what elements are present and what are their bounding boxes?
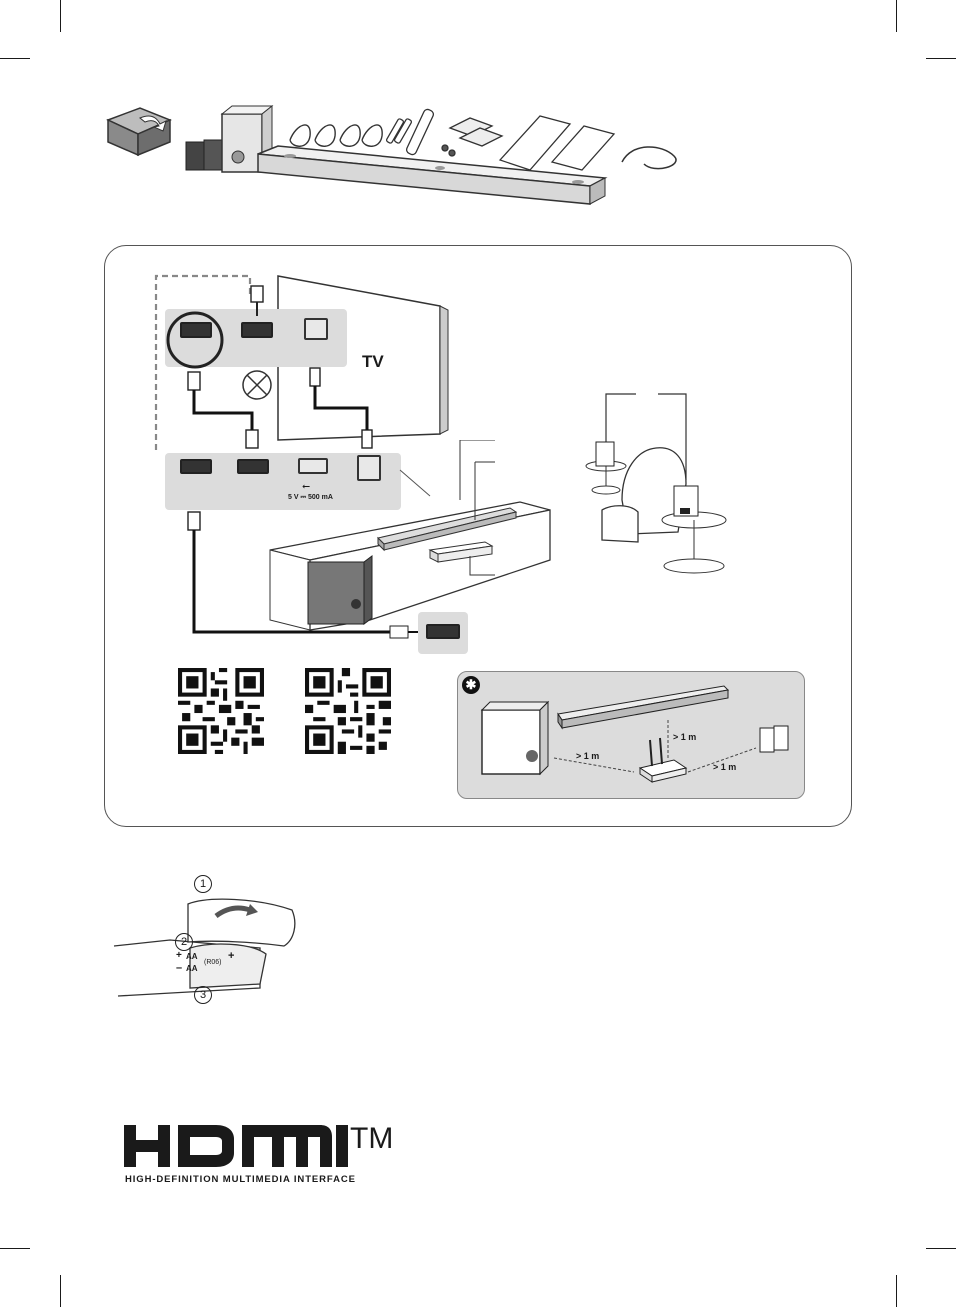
note-rear-speakers-shape — [760, 726, 788, 752]
hdmi-logo — [124, 1125, 348, 1167]
living-room-setup-illustration — [260, 440, 560, 660]
hdmi-trademark: TM — [350, 1122, 393, 1156]
external-device-hdmi-port — [426, 624, 460, 639]
crop-mark-bottom-left-v — [60, 1275, 61, 1307]
crop-mark-top-right-h — [926, 58, 956, 59]
crop-mark-top-left-v — [60, 0, 61, 32]
battery-step-2-badge: 2 — [175, 933, 193, 951]
qr-code-1 — [178, 668, 264, 754]
hdmi-subtitle: HIGH-DEFINITION MULTIMEDIA INTERFACE — [125, 1174, 356, 1185]
note-subwoofer-shape — [482, 702, 548, 774]
rear-speaker-left-icon — [186, 142, 204, 170]
qr-code-2 — [305, 668, 391, 754]
battery-aa-label-1: AA — [186, 952, 198, 961]
crop-mark-bottom-right-v — [896, 1275, 897, 1307]
distance-label-subwoofer: > 1 m — [576, 751, 599, 761]
crop-mark-bottom-left-h — [0, 1248, 30, 1249]
battery-plus-mark-1: + — [176, 950, 182, 961]
battery-aa-label-2: AA — [186, 964, 198, 973]
speaker-cables-icon — [290, 125, 382, 146]
battery-r06-label: (R06) — [204, 959, 222, 966]
distance-label-soundbar: > 1 m — [673, 732, 696, 742]
rear-speaker-placement-illustration — [582, 390, 732, 580]
distance-diagram — [470, 676, 800, 792]
battery-step-3-badge: 3 — [194, 986, 212, 1004]
box-icon — [108, 108, 170, 155]
soundbar-hdmi-out-port — [180, 459, 212, 474]
crop-mark-top-right-v — [896, 0, 897, 32]
battery-plus-mark-2: + — [228, 950, 234, 962]
soundbar-icon — [258, 146, 605, 204]
battery-step-1-badge: 1 — [194, 875, 212, 893]
distance-label-rear: > 1 m — [713, 762, 736, 772]
crop-mark-top-left-h — [0, 58, 30, 59]
battery-minus-mark: – — [176, 962, 182, 974]
hdmi-cable-icon — [622, 147, 676, 169]
note-soundbar-shape — [558, 686, 728, 728]
wall-bracket-icon — [442, 118, 502, 156]
crop-mark-bottom-right-h — [926, 1248, 956, 1249]
subwoofer-shape — [308, 556, 372, 624]
rear-speaker-right-icon — [204, 140, 222, 170]
package-contents-illustration — [100, 100, 700, 210]
note-router-shape — [640, 738, 686, 782]
remote-and-batteries-icon — [386, 108, 435, 156]
